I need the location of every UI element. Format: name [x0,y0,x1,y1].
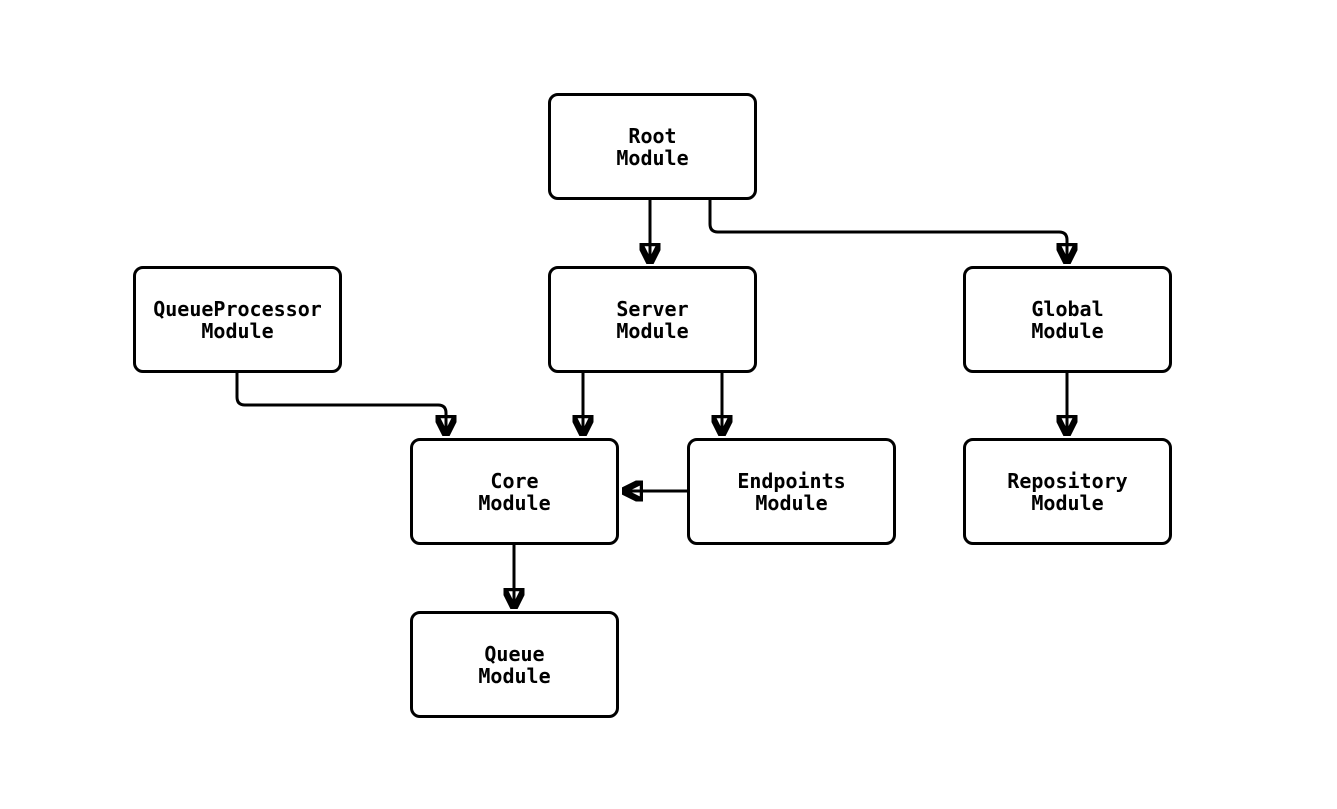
node-repository-module: Repository Module [963,438,1172,545]
node-label-line: Module [1031,318,1104,343]
node-queue-module: Queue Module [410,611,619,718]
node-label-line: Module [1031,490,1104,515]
node-label-line: Root [628,123,677,148]
node-label-line: Server [616,296,689,321]
node-label-line: Module [616,145,689,170]
edge-root-to-global [708,200,1067,262]
node-label-line: Module [201,318,274,343]
edge-queueprocessor-to-core [235,373,446,434]
node-label-line: Module [616,318,689,343]
node-server-module: Server Module [548,266,757,373]
node-label-line: Core [490,468,539,493]
node-label-line: Queue [484,641,545,666]
node-queueprocessor-module: QueueProcessor Module [133,266,342,373]
node-core-module: Core Module [410,438,619,545]
node-root-module: Root Module [548,93,757,200]
node-label-line: Module [755,490,828,515]
node-label-line: QueueProcessor [153,296,322,321]
node-label-line: Repository [1007,468,1128,493]
node-global-module: Global Module [963,266,1172,373]
node-endpoints-module: Endpoints Module [687,438,896,545]
node-label-line: Endpoints [737,468,846,493]
node-label-line: Module [478,490,551,515]
node-label-line: Module [478,663,551,688]
node-label-line: Global [1031,296,1104,321]
